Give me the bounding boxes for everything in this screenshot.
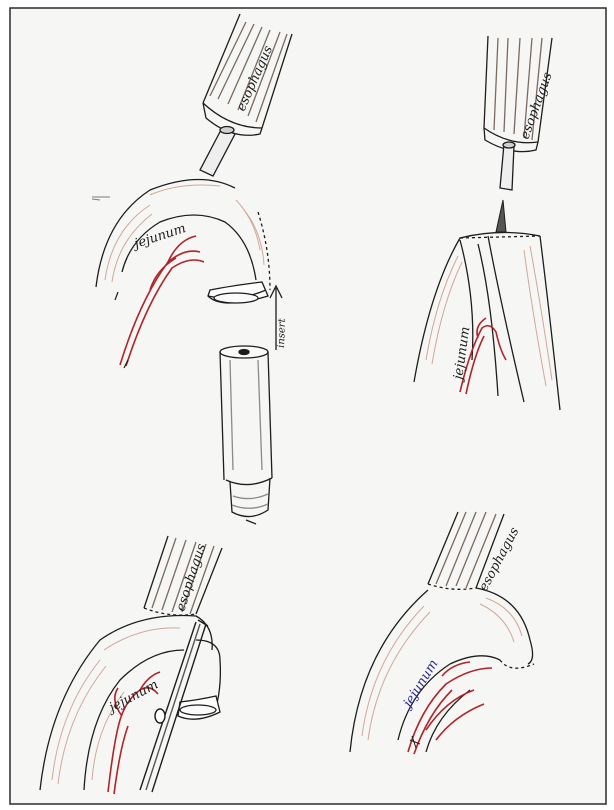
paper-frame xyxy=(10,8,606,804)
label-insert: insert xyxy=(276,317,288,348)
